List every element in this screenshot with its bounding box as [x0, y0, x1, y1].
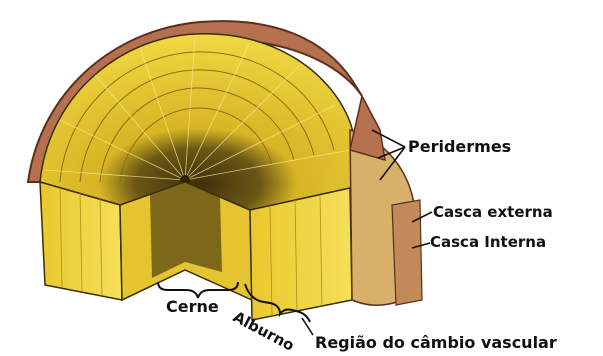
label-casca-externa: Casca externa — [433, 203, 553, 221]
label-peridermes: Peridermes — [408, 137, 511, 156]
front-block-right — [250, 188, 352, 320]
cross-section-top — [40, 34, 356, 210]
bark-tip — [350, 96, 385, 160]
label-regiao-cambio: Região do câmbio vascular — [315, 333, 557, 352]
label-casca-interna: Casca Interna — [430, 233, 546, 251]
outer-bark-edge — [392, 200, 422, 305]
label-cerne: Cerne — [166, 297, 219, 316]
